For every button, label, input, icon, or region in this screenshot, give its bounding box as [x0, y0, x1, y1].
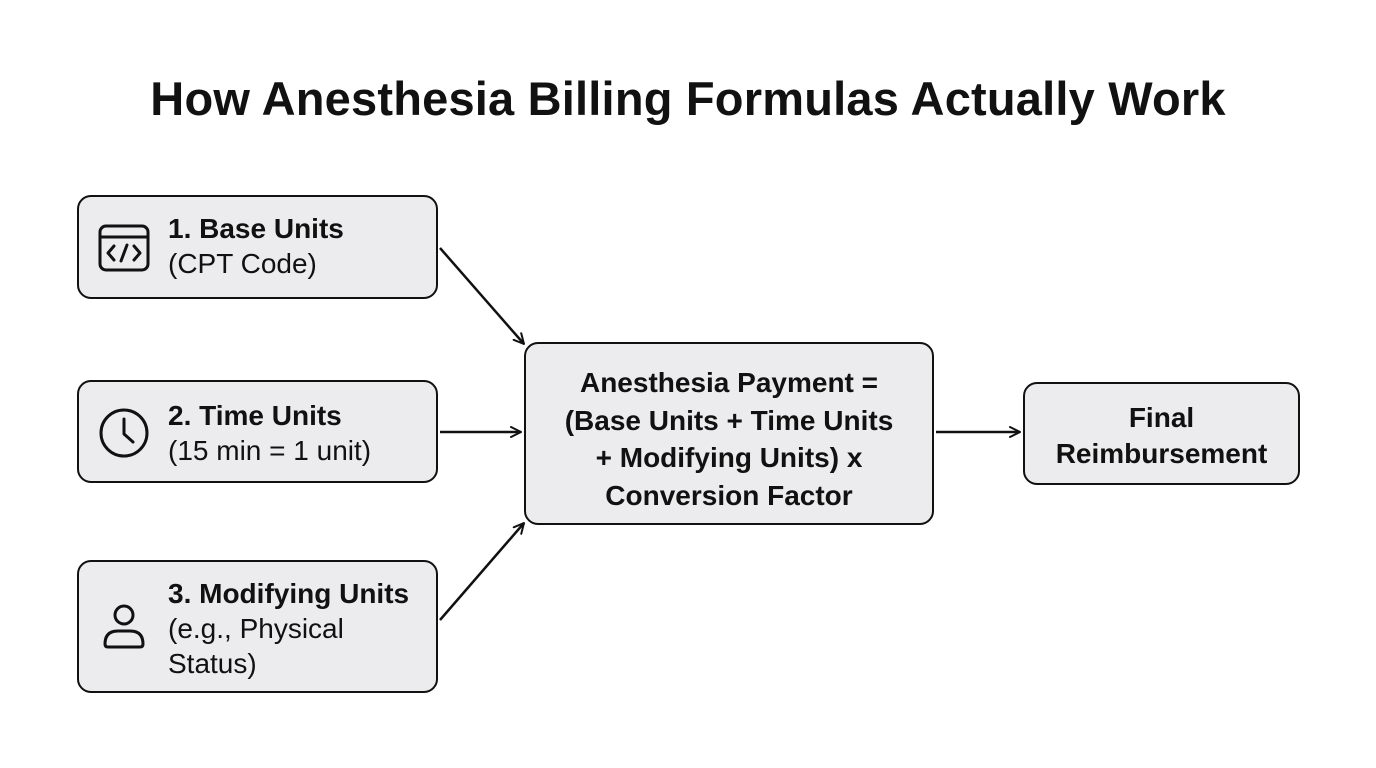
- payment-formula-box: Anesthesia Payment = (Base Units + Time …: [524, 342, 934, 525]
- clock-icon: [99, 408, 149, 458]
- time-units-detail: (15 min = 1 unit): [168, 435, 372, 466]
- final-reimbursement-box: Final Reimbursement: [1023, 382, 1300, 485]
- modifying-units-box: 3. Modifying Units (e.g., Physical Statu…: [77, 560, 438, 693]
- person-icon: [103, 604, 145, 649]
- formula-line-2: (Base Units + Time Units: [564, 404, 894, 436]
- code-window-icon: [98, 224, 150, 272]
- diagram-title: How Anesthesia Billing Formulas Actually…: [150, 72, 1226, 125]
- formula-line-1: Anesthesia Payment =: [579, 367, 879, 398]
- modifying-units-detail-line2: Status): [168, 648, 257, 679]
- final-label-line-2: Reimbursement: [1055, 438, 1268, 469]
- formula-line-4: Conversion Factor: [605, 479, 853, 511]
- base-units-heading: 1. Base Units: [168, 213, 344, 244]
- time-units-heading: 2. Time Units: [168, 400, 342, 431]
- modifying-units-heading: 3. Modifying Units: [168, 578, 410, 609]
- arrow-modifying-to-formula: [439, 522, 525, 621]
- final-label-line-1: Final: [1128, 402, 1195, 433]
- base-units-box: 1. Base Units (CPT Code): [77, 195, 438, 299]
- formula-line-3: + Modifying Units) x: [595, 442, 863, 473]
- modifying-units-detail-line1: (e.g., Physical: [168, 613, 344, 644]
- arrow-base-to-formula: [439, 247, 525, 345]
- base-units-detail: (CPT Code): [168, 248, 317, 279]
- time-units-box: 2. Time Units (15 min = 1 unit): [77, 380, 438, 483]
